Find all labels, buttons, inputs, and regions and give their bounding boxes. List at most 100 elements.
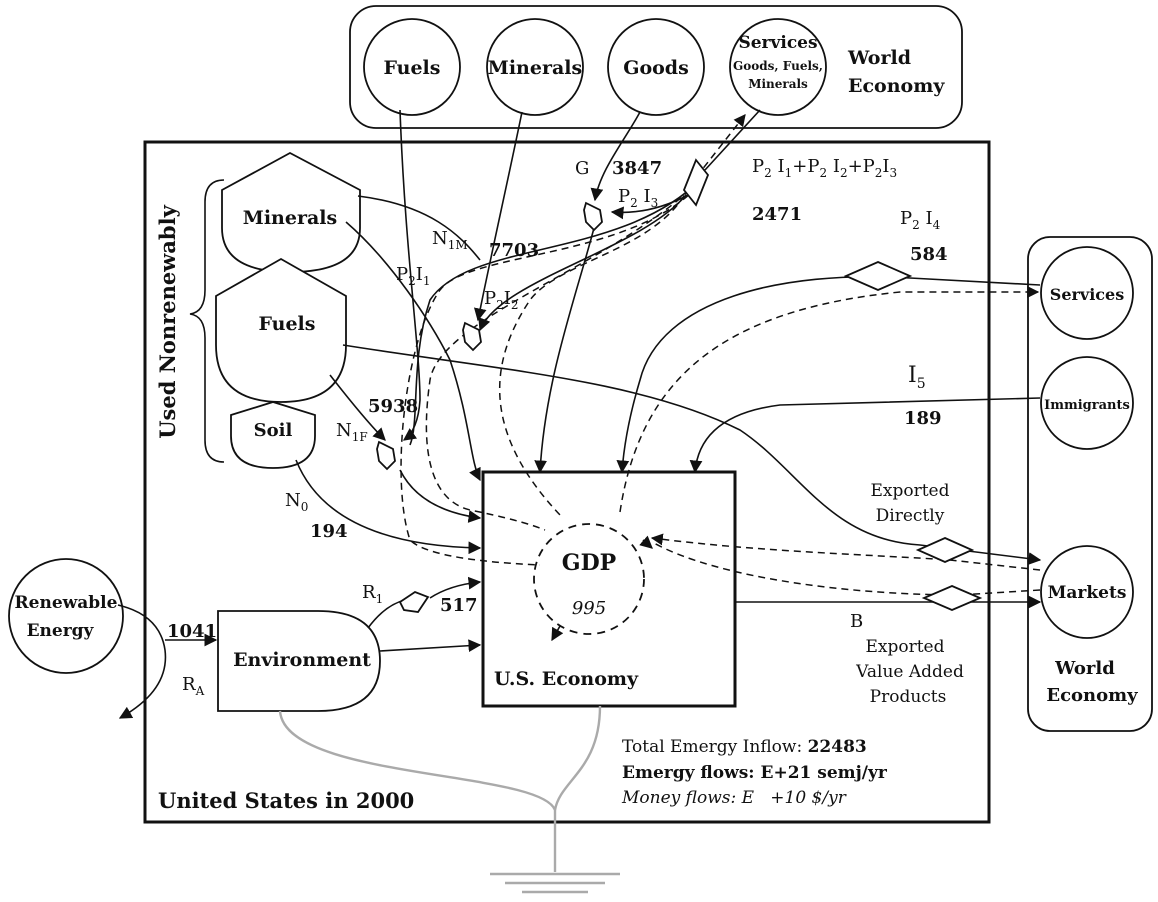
legend-emergy-flows: Emergy flows: E+21 semj/yr: [622, 763, 888, 783]
i5-value: 189: [904, 408, 942, 429]
soil-storage-label: Soil: [254, 420, 293, 441]
flow-services-to-p2i2: [478, 194, 687, 332]
money-to-world-services-right: [619, 286, 1040, 513]
legend-total-label: Total Emergy Inflow:: [622, 737, 808, 757]
flow-world-services-a: [704, 109, 761, 171]
money-to-services-b: [400, 177, 706, 566]
gdp-label: GDP: [562, 550, 616, 576]
heat-sink-economy: [553, 705, 602, 811]
legend-total: Total Emergy Inflow: 22483: [622, 737, 867, 757]
system-title: United States in 2000: [158, 788, 414, 813]
exported-directly-1: Exported: [870, 481, 949, 501]
r1-main: R: [362, 582, 376, 603]
g-label: G: [575, 158, 589, 179]
gate-p2i2: [462, 321, 482, 352]
exchange-services-top: [682, 158, 710, 207]
exchange-exported-directly: [915, 537, 975, 563]
us-economy-box: [481, 470, 737, 708]
n1f-main: N: [336, 420, 352, 441]
world-services-right-label: Services: [1050, 285, 1124, 304]
ra-sub: A: [195, 684, 205, 698]
ra-label: RA: [182, 674, 205, 698]
p2i4-mid: I: [920, 208, 933, 229]
n1f-value: 5938: [368, 396, 418, 417]
world-goods-label: Goods: [623, 57, 689, 79]
n1m-sub: 1M: [448, 238, 468, 252]
p2i1-main: P: [396, 264, 408, 285]
r1-value: 517: [440, 595, 478, 616]
legend-total-value: 22483: [808, 737, 867, 757]
us-economy-label: U.S. Economy: [494, 668, 639, 690]
flow-i5-immigrants: [689, 397, 1041, 474]
n0-label: N0: [285, 490, 308, 514]
immigrants-source: [1040, 356, 1134, 450]
p2i-sum-value: 2471: [752, 204, 802, 225]
exported-va-3: Products: [870, 687, 947, 707]
world-economy-right-title-1: World: [1054, 658, 1115, 679]
gdp-value: 995: [572, 598, 606, 619]
i5-sub: 5: [917, 376, 926, 392]
us-system-boundary: [143, 140, 991, 824]
p2i3-mid: I: [638, 186, 651, 207]
flow-environment-to-economy: [379, 639, 482, 653]
flow-minerals-storage-a: [357, 195, 481, 261]
renewable-energy-source: [8, 558, 124, 674]
p2i2-main: P: [484, 288, 496, 309]
environment-producer: [217, 610, 381, 712]
flow-world-minerals: [473, 111, 523, 322]
p2i2-sub2: 2: [511, 298, 519, 312]
fuels-storage: [215, 257, 347, 403]
world-services-label: Services: [738, 33, 817, 53]
p2i2-sub1: 2: [496, 298, 504, 312]
exported-va-2: Value Added: [855, 662, 964, 682]
p2i3-main: P: [618, 186, 630, 207]
renewable-energy-label-2: Energy: [27, 621, 95, 641]
p2i3-label: P2 I3: [618, 186, 658, 210]
n1f-label: N1F: [336, 420, 368, 444]
flow-environment-to-r1: [367, 599, 406, 629]
i5-label: I5: [908, 363, 926, 392]
world-fuels-label: Fuels: [384, 57, 441, 79]
exported-directly-2: Directly: [876, 506, 945, 526]
markets-sink: [1040, 545, 1134, 639]
money-to-services-c: [425, 189, 691, 531]
flow-services-to-n1f: [409, 179, 701, 446]
g-value: 3847: [612, 158, 662, 179]
world-services-sink: [1040, 246, 1134, 340]
ra-main: R: [182, 674, 196, 695]
gdp-circle-arrow-bottom: [551, 625, 564, 642]
p2i1-sub2: 1: [423, 274, 431, 288]
n1m-main: N: [432, 228, 448, 249]
p2i4-sub1: 2: [912, 218, 920, 232]
money-from-markets-a: [650, 533, 1041, 571]
renewable-energy-label-1: Renewable: [15, 593, 118, 613]
n0-main: N: [285, 490, 301, 511]
n1m-label: N1M: [432, 228, 468, 252]
flow-fuels-exported-directly: [342, 344, 1042, 565]
world-economy-top-title-2: Economy: [848, 75, 945, 97]
world-minerals-source: [486, 18, 584, 116]
n0-sub: 0: [301, 500, 309, 514]
flow-goods-to-economy: [534, 227, 595, 474]
gate-goods-g: [583, 201, 603, 232]
p2i2-label: P2I2: [484, 288, 519, 312]
renewable-value: 1041: [167, 621, 217, 642]
flow-n1f-to-economy: [399, 469, 482, 523]
world-goods-source: [607, 18, 705, 116]
flow-minerals-to-economy: [345, 221, 481, 482]
money-to-services-a: [498, 184, 691, 516]
world-economy-right-title-2: Economy: [1046, 685, 1138, 706]
p2i3-sub1: 2: [630, 196, 638, 210]
world-fuels-source: [363, 18, 461, 116]
markets-label: Markets: [1048, 583, 1127, 603]
flow-fuels-to-n1f: [329, 374, 386, 441]
r1-sub: 1: [376, 592, 384, 606]
p2i1-sub1: 2: [408, 274, 416, 288]
flow-world-goods: [590, 111, 641, 202]
p2i3-sub2: 3: [651, 196, 659, 210]
used-nonrenewably-label: Used Nonrenewably: [155, 204, 180, 438]
p2i2-mid: I: [504, 288, 511, 309]
n0-value: 194: [310, 521, 348, 542]
world-minerals-label: Minerals: [488, 57, 582, 79]
p2i1-label: P2I1: [396, 264, 431, 288]
